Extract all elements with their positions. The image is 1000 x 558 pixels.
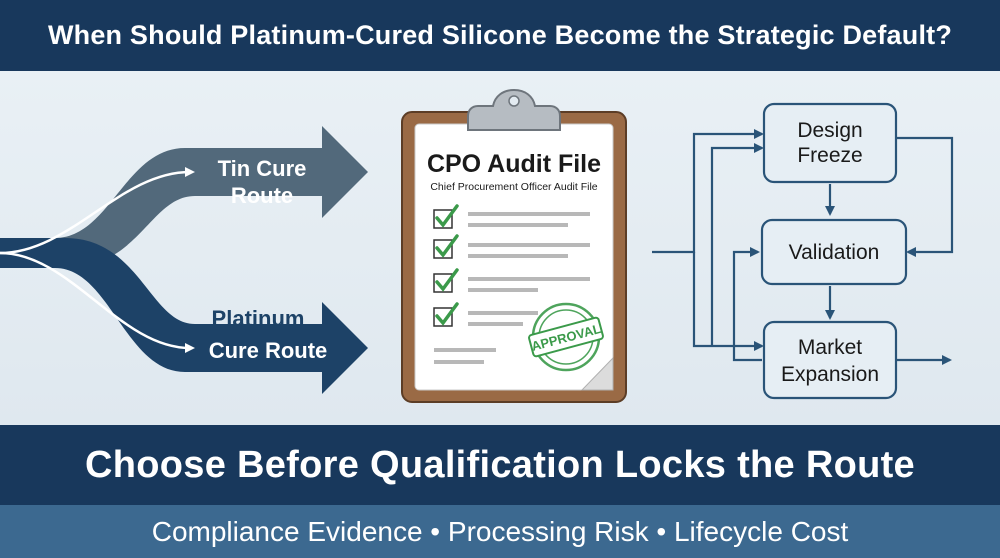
clipboard-title: CPO Audit File [427,150,601,178]
footer-text: Compliance Evidence • Processing Risk • … [151,515,849,547]
platinum-route-line [0,251,195,353]
checklist-row [433,302,538,327]
checkbox-icon [433,273,453,293]
tin-route-label-line1: Tin Cure [218,156,307,181]
checkmark-icon [435,234,459,258]
checkmark-icon [435,268,459,292]
tin-route-label-line2: Route [231,183,293,208]
tin-route-line [0,167,195,255]
flow-connector [652,129,764,254]
page-title: When Should Platinum-Cured Silicone Beco… [47,20,953,50]
flow-step-label-line1: Market [798,336,862,359]
flow-connector [692,252,764,351]
title-banner: When Should Platinum-Cured Silicone Beco… [0,0,1000,71]
flow-step-market-expansion: Market Expansion [762,320,898,400]
platinum-route-arrow [0,238,368,394]
headline: Choose Before Qualification Locks the Ro… [84,443,915,486]
flow-connector [710,143,764,346]
checklist-row [433,234,590,259]
cpo-audit-clipboard: CPO Audit File Chief Procurement Officer… [401,88,627,403]
platinum-route-label-line2: Cure Route [209,338,328,363]
checkbox-icon [433,239,453,259]
flow-step-validation: Validation [760,218,908,286]
footer-bar: Compliance Evidence • Processing Risk • … [0,505,1000,558]
page-curl-icon [580,356,614,391]
flow-connector [896,136,954,257]
platinum-route-label-line1: Platinum [212,306,305,331]
route-split-arrows: Tin Cure Route Platinum Cure Route [0,126,368,394]
flow-step-label-line2: Expansion [781,363,879,386]
flow-step-label-line1: Validation [789,241,880,264]
headline-banner: Choose Before Qualification Locks the Ro… [0,425,1000,505]
checkmark-icon [435,302,459,326]
clipboard-subtitle: Chief Procurement Officer Audit File [430,181,597,193]
flow-step-label-line2: Freeze [797,144,862,167]
clipboard-clip-icon [467,88,561,131]
process-flow: Design Freeze Validation Market Expansio… [652,102,954,400]
flow-step-design-freeze: Design Freeze [762,102,898,184]
checkmark-icon [435,204,459,228]
flow-step-label-line1: Design [797,119,862,142]
tin-route-arrow [0,126,368,268]
checkbox-icon [433,209,453,229]
checklist-row [433,268,590,293]
approval-stamp-icon: APPROVAL [528,302,604,372]
checklist-row [433,204,590,229]
checkbox-icon [433,307,453,327]
flow-connector [732,247,762,362]
